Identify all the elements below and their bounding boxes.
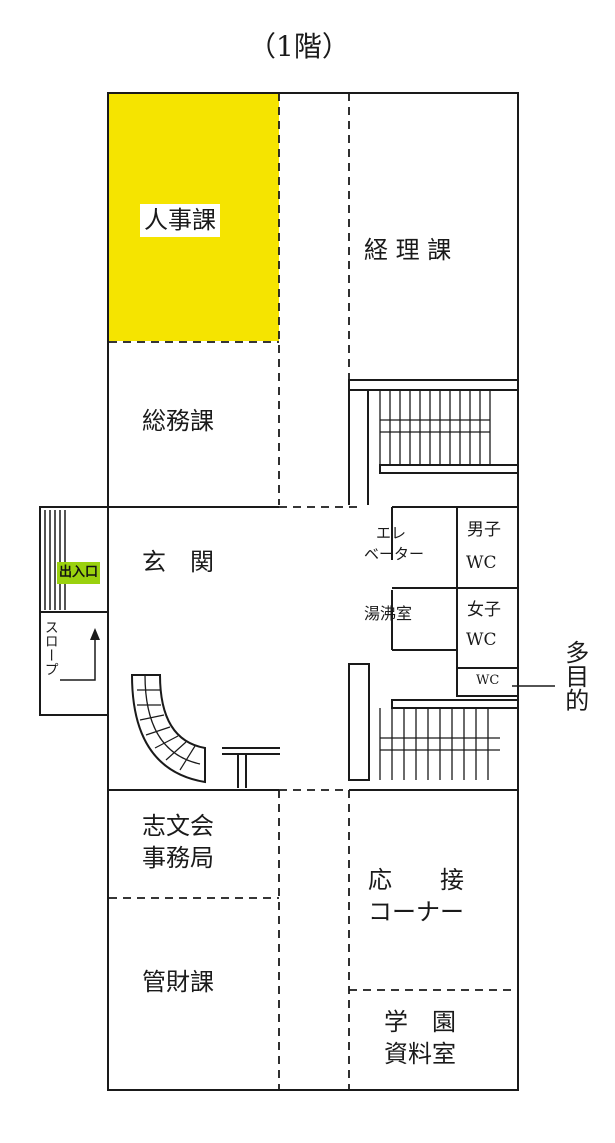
men-wc-label-2[interactable]: WC	[466, 553, 497, 573]
elevator-label-1[interactable]: エレ	[376, 524, 407, 542]
upper-stairs	[348, 379, 519, 505]
elevator-label-2[interactable]: ベーター	[364, 545, 425, 563]
shibunkai-label-1[interactable]: 志文会	[142, 812, 214, 840]
multi-wc-label[interactable]: WC	[476, 673, 500, 688]
slope-arrow	[60, 632, 96, 681]
room-soumu-label[interactable]: 総務課	[142, 407, 214, 435]
gakuen-label-2[interactable]: 資料室	[384, 1040, 456, 1068]
men-wc-label-1[interactable]: 男子	[467, 520, 501, 540]
room-jinji-label[interactable]: 人事課	[140, 204, 220, 237]
yuwakashi-label[interactable]: 湯沸室	[364, 604, 413, 623]
lower-stairs	[348, 663, 519, 781]
women-wc-label-1[interactable]: 女子	[467, 600, 501, 620]
entrance-badge[interactable]: 出入口	[57, 562, 101, 584]
room-genkan-label[interactable]: 玄 関	[142, 548, 214, 576]
ousetsu-label-2[interactable]: コーナー	[368, 898, 464, 926]
ousetsu-label-1[interactable]: 応 接	[368, 866, 464, 894]
women-wc-label-2[interactable]: WC	[466, 630, 497, 650]
multi-purpose-label: 多目的	[560, 640, 589, 712]
floor-title: （1階）	[248, 30, 350, 63]
slope-label: スロープ	[42, 620, 59, 676]
annex-steps	[44, 510, 66, 610]
shibunkai-label-2[interactable]: 事務局	[142, 844, 214, 872]
curved-stairs	[130, 674, 280, 788]
building-outline	[107, 92, 519, 1091]
gakuen-label-1[interactable]: 学 園	[384, 1008, 456, 1036]
dashed-partitions	[109, 93, 518, 1090]
kanzai-label[interactable]: 管財課	[142, 968, 214, 996]
service-core	[391, 506, 555, 697]
room-keiri-label[interactable]: 経 理 課	[364, 236, 452, 264]
